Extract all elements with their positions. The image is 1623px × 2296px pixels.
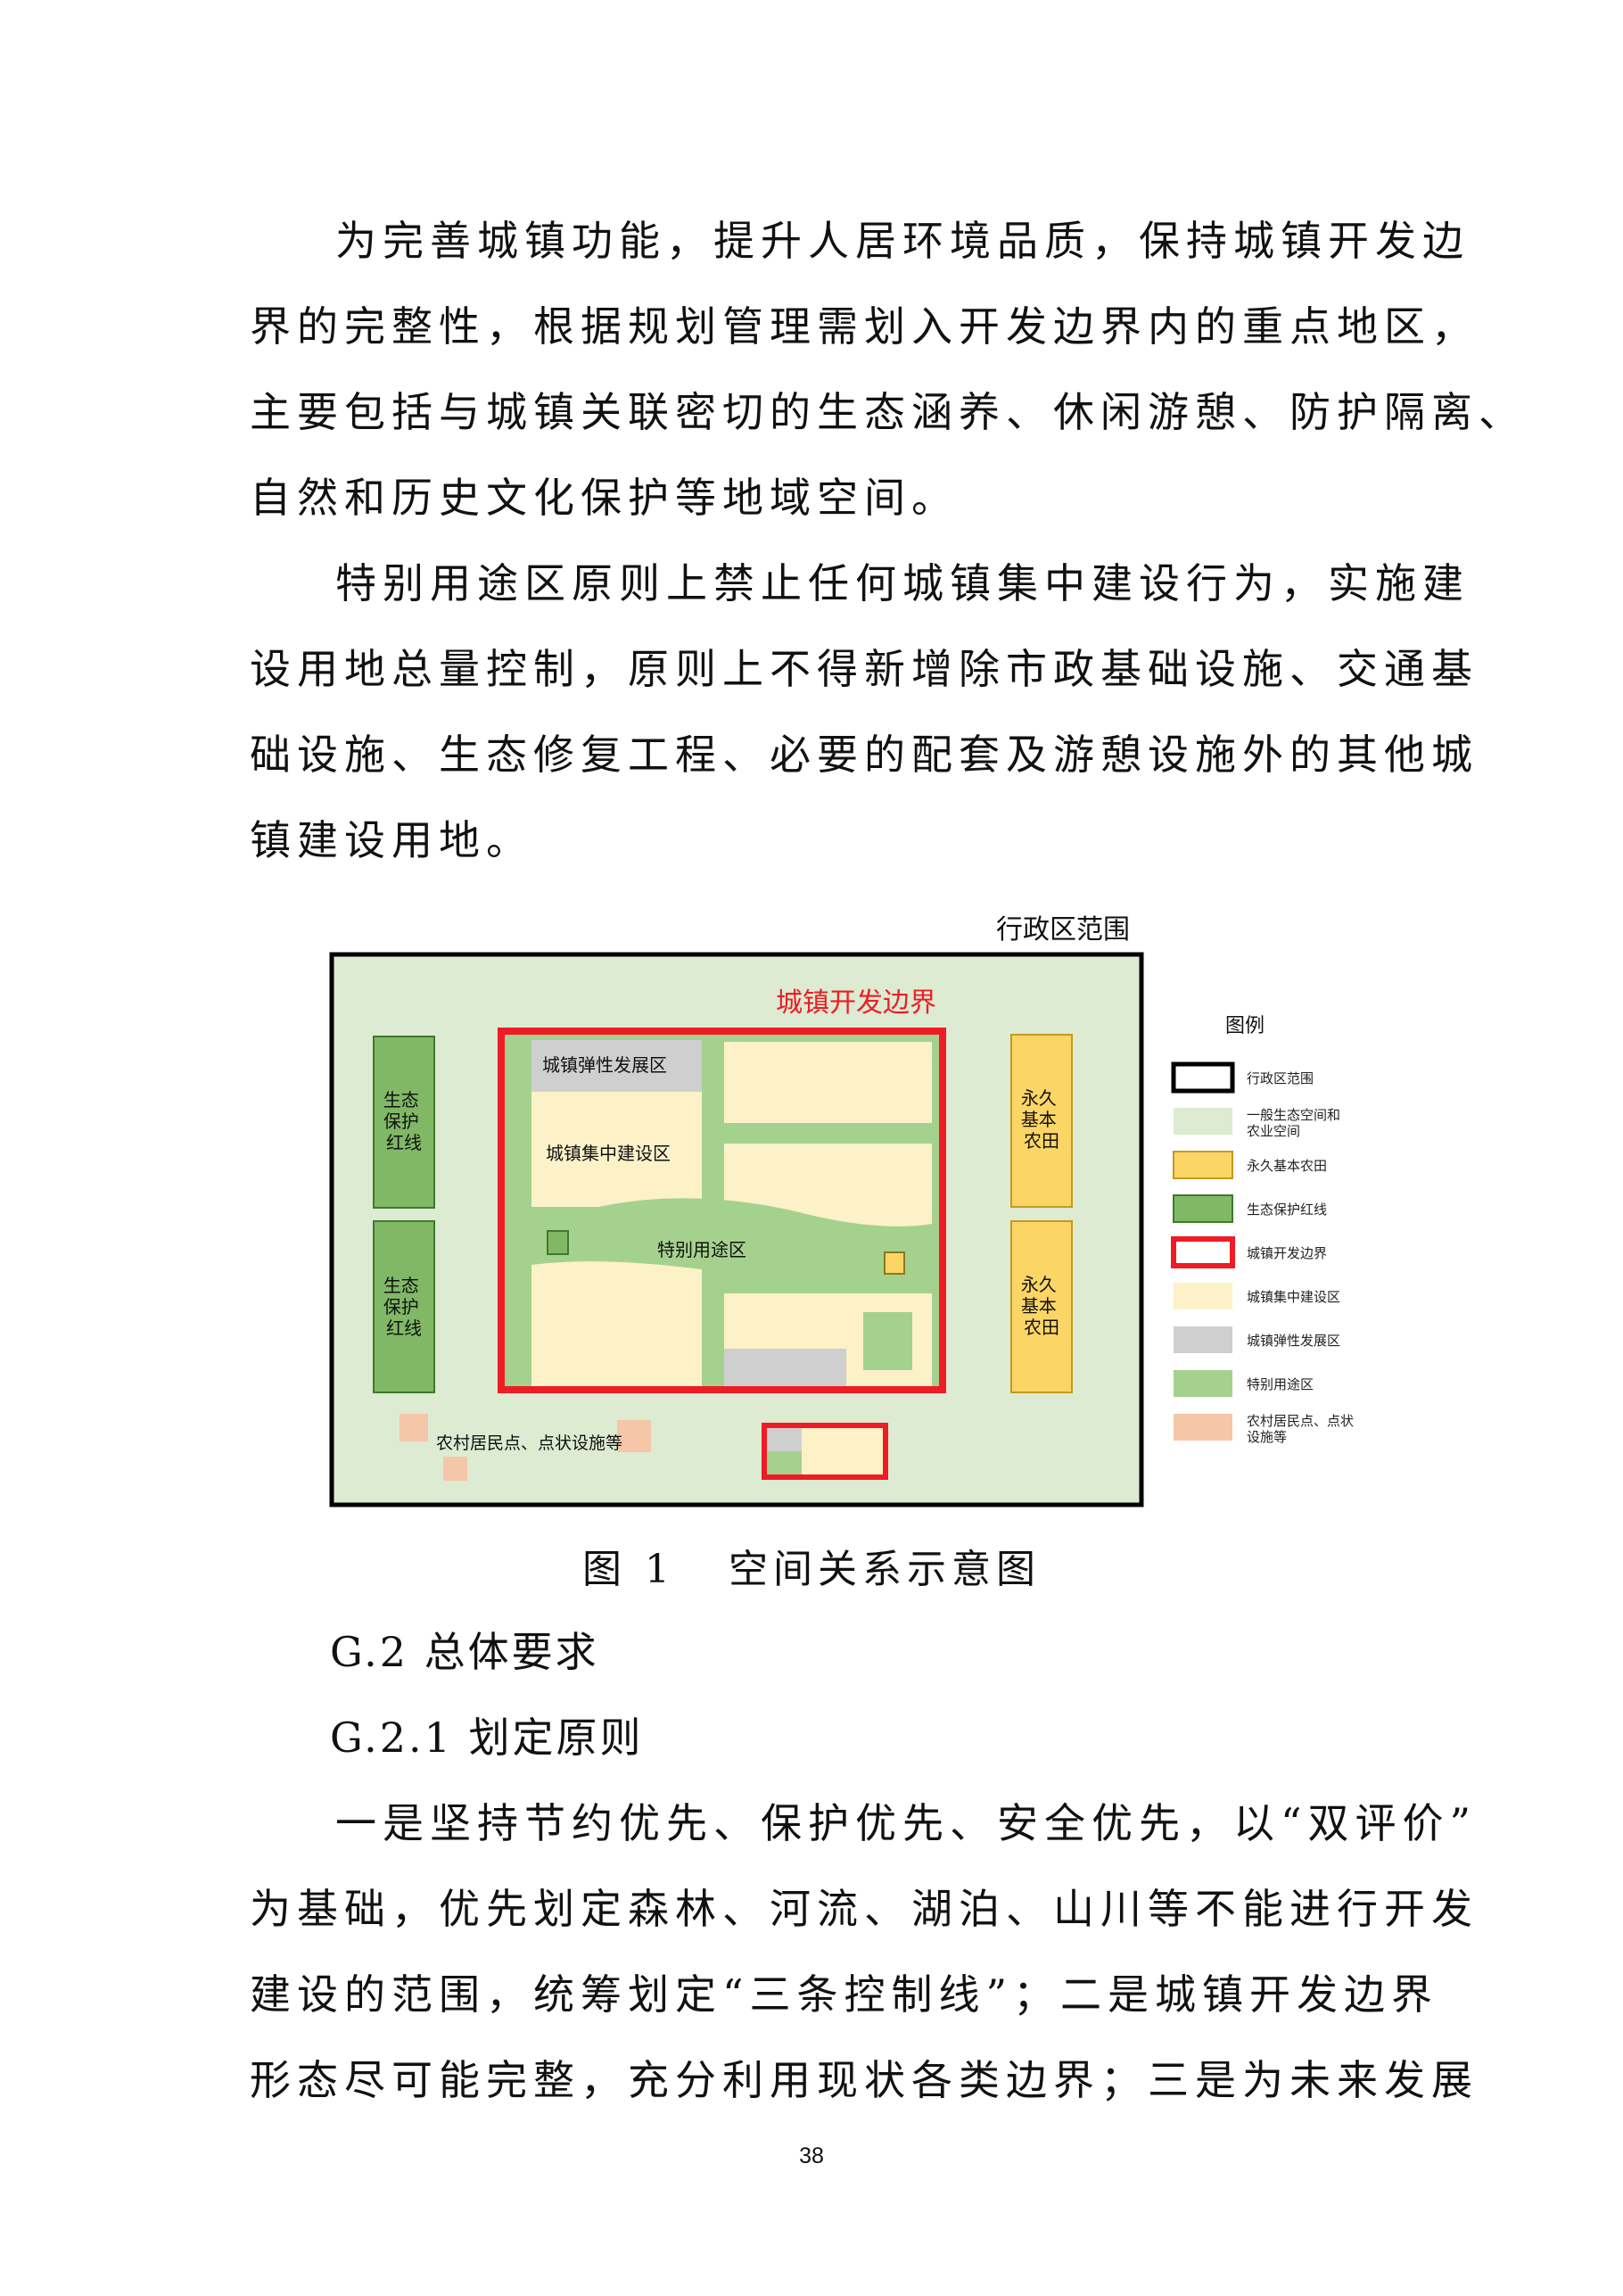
eco-small-square [547,1230,569,1255]
eco-redline-bottom-label: 生态 保护 红线 [383,1275,424,1339]
legend-label-eco-redline: 生态保护红线 [1247,1202,1327,1218]
small-dev-special [764,1451,802,1477]
principles-line-4: 形态尽可能完整，充分利用现状各类边界；三是为未来发展 [250,2056,1479,2104]
rural-label: 农村居民点、点状设施等 [436,1433,622,1453]
section-heading-g21: G.2.1 划定原则 [330,1714,644,1762]
legend-label-general-eco: 一般生态空间和农业空间 [1247,1107,1340,1139]
page-number: 38 [799,2143,824,2168]
special-use-square [863,1312,912,1370]
principles-line-1: 一是坚持节约优先、保护优先、安全优先，以“双评价” [335,1799,1478,1847]
spatial-relationship-diagram: 行政区范围 生态 保护 红线 生态 保护 红线 永久 基本 农田 永久 基本 农… [329,914,1354,1507]
figure-number: 图 1 [582,1547,675,1592]
farmland-top-label: 永久 基本 农田 [1021,1087,1062,1152]
eco-redline-top-label: 生态 保护 红线 [383,1089,424,1153]
intro-line-2: 界的完整性，根据规划管理需划入开发边界内的重点地区， [250,302,1479,351]
legend-title: 图例 [1225,1015,1265,1037]
special-zone-paragraph: 特别用途区原则上禁止任何城镇集中建设行为，实施建 设用地总量控制，原则上不得新增… [250,541,1479,883]
intro-line-4: 自然和历史文化保护等地域空间。 [250,474,959,522]
concentrated-zone-label: 城镇集中建设区 [546,1143,671,1164]
flexible-zone-label: 城镇弹性发展区 [542,1054,667,1076]
small-dev-boundary [762,1423,888,1480]
rural-square-1 [400,1414,428,1441]
concentrated-block-2 [724,1042,932,1123]
eco-redline-bottom [373,1220,435,1393]
special-use-corridor [531,1198,932,1290]
section-heading-g2: G.2 总体要求 [330,1628,599,1676]
legend-swatch-general-eco [1174,1108,1232,1135]
special-line-3: 础设施、生态修复工程、必要的配套及游憩设施外的其他城 [250,731,1479,779]
principles-line-3: 建设的范围，统筹划定“三条控制线”；二是城镇开发边界 [250,1970,1439,2019]
legend-label-admin-boundary: 行政区范围 [1247,1070,1314,1086]
rural-square-2 [443,1457,467,1481]
legend-swatch-admin-boundary [1171,1061,1235,1094]
principles-line-2: 为基础，优先划定森林、河流、湖泊、山川等不能进行开发 [250,1885,1479,1933]
legend-label-concentrated: 城镇集中建设区 [1247,1289,1340,1305]
legend: 图例 行政区范围一般生态空间和农业空间永久基本农田生态保护红线城镇开发边界城镇集… [1171,1015,1354,1445]
flexible-zone-bottom [724,1349,846,1386]
special-line-1: 特别用途区原则上禁止任何城镇集中建设行为，实施建 [335,559,1470,607]
flexible-zone-top [531,1040,702,1092]
legend-swatch-special-use [1174,1370,1232,1397]
farmland-small-square [884,1251,905,1275]
intro-paragraph: 为完善城镇功能，提升人居环境品质，保持城镇开发边 界的完整性，根据规划管理需划入… [250,198,1526,541]
legend-swatch-farmland [1173,1151,1233,1179]
concentrated-block-4 [531,1261,702,1386]
dev-boundary-label: 城镇开发边界 [776,987,936,1019]
legend-swatch-concentrated [1174,1283,1232,1309]
rural-square-3 [617,1420,651,1452]
legend-swatch-eco-redline [1173,1194,1233,1223]
farmland-bottom [1010,1220,1073,1393]
legend-label-dev-boundary: 城镇开发边界 [1247,1245,1327,1261]
admin-boundary-label: 行政区范围 [996,914,1130,946]
legend-swatch-flexible [1174,1326,1232,1353]
small-dev-flexible [764,1425,802,1451]
legend-label-farmland: 永久基本农田 [1247,1158,1327,1174]
legend-label-flexible: 城镇弹性发展区 [1247,1333,1340,1349]
farmland-top [1010,1034,1073,1208]
figure-title: 空间关系示意图 [728,1547,1041,1592]
intro-line-1: 为完善城镇功能，提升人居环境品质，保持城镇开发边 [335,217,1470,265]
principles-paragraph: 一是坚持节约优先、保护优先、安全优先，以“双评价” 为基础，优先划定森林、河流、… [250,1780,1479,2123]
eco-redline-top [373,1036,435,1209]
legend-swatch-dev-boundary [1171,1236,1235,1268]
legend-swatch-rural [1174,1414,1232,1441]
special-line-4: 镇建设用地。 [250,816,533,864]
dev-boundary-outline [498,1028,946,1393]
legend-label-rural: 农村居民点、点状设施等 [1247,1413,1354,1445]
farmland-bottom-label: 永久 基本 农田 [1021,1274,1062,1338]
special-use-label: 特别用途区 [657,1239,746,1260]
intro-line-3: 主要包括与城镇关联密切的生态涵养、休闲游憩、防护隔离、 [250,388,1526,436]
figure-caption: 图 1 空间关系示意图 [0,1543,1623,1597]
special-line-2: 设用地总量控制，原则上不得新增除市政基础设施、交通基 [250,645,1479,693]
legend-label-special-use: 特别用途区 [1247,1376,1314,1392]
